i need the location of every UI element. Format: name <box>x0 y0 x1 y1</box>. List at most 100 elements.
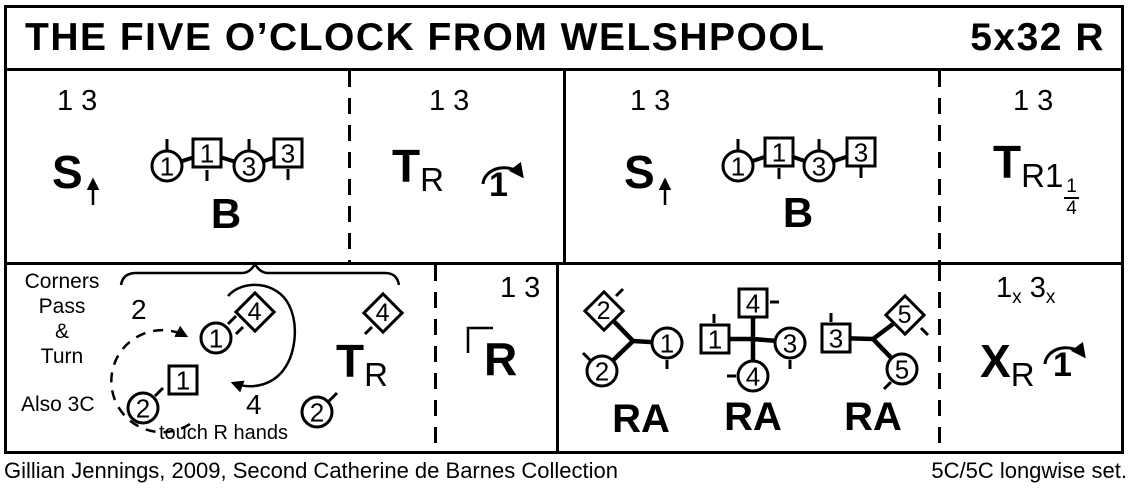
divider-solid-r2 <box>556 265 559 454</box>
turn-amount-2: 1 <box>1053 346 1072 384</box>
also-3c-note: Also 3C <box>21 393 95 416</box>
wheel-spokes-2 <box>712 300 792 378</box>
dancer-number: 3 <box>241 151 257 181</box>
dancer-number: 1 <box>707 324 723 354</box>
chain-connectors-2 <box>736 139 863 179</box>
couple-suffix: x <box>1012 287 1022 308</box>
caption-line: Corners <box>24 270 100 293</box>
dancer-number: 3 <box>782 328 798 358</box>
divider-dashed-r2a <box>434 265 437 454</box>
turn-letter: T <box>336 335 365 387</box>
divider-dashed-r1a <box>348 71 351 262</box>
dancer-number: 3 <box>828 323 844 353</box>
dancer-circle: 3 <box>773 326 807 360</box>
dancer-square: 3 <box>272 137 304 169</box>
dancer-square: 4 <box>737 287 769 319</box>
dancer-circle: 3 <box>232 149 266 183</box>
dancer-number: 5 <box>894 354 910 384</box>
caption-line: Turn <box>40 345 84 368</box>
couple-number: 1 <box>996 272 1013 304</box>
repeat-count: 5x32 R <box>970 16 1105 59</box>
dancer-circle: 1 <box>721 149 755 183</box>
rotation-arrow-2 <box>1043 341 1086 365</box>
touch-hands-note: touch R hands <box>159 422 288 444</box>
dancer-number: 3 <box>280 138 296 168</box>
turn-symbol-corners: TR <box>336 335 388 391</box>
phrase-brace <box>119 261 401 286</box>
dancer-number: 4 <box>745 361 761 391</box>
hand-subscript: R1 <box>1021 157 1064 194</box>
couples-label-reel: 1 3 <box>500 272 541 304</box>
brackets-figure-label-2: B <box>782 189 814 236</box>
dancer-number: 2 <box>594 356 610 386</box>
hand-subscript: R <box>1010 356 1035 393</box>
wheel-spokes-1 <box>581 287 669 373</box>
dancer-square: 1 <box>167 364 199 396</box>
cross-symbol: XR <box>980 338 1035 391</box>
dancer-number: 2 <box>597 296 611 325</box>
dancer-circle: 2 <box>300 395 334 429</box>
wheel-label-3: RA <box>844 395 902 439</box>
reel-symbol: R <box>484 333 518 385</box>
dancer-number: 1 <box>159 151 175 181</box>
dashed-travel-path <box>110 325 191 434</box>
dance-title: THE FIVE O’CLOCK FROM WELSHPOOL <box>25 16 826 59</box>
couples-label-turn1: 1 3 <box>429 85 470 117</box>
set-cast-symbol-2: S <box>624 146 655 198</box>
brackets-figure-label-1: B <box>210 190 242 237</box>
dancer-number: 2 <box>309 397 325 427</box>
hand-subscript: R <box>364 356 388 393</box>
caption-line: Pass <box>38 295 86 318</box>
dancer-square: 1 <box>763 136 795 168</box>
dancer-number: 1 <box>730 151 746 181</box>
dancer-number: 3 <box>811 151 827 181</box>
dancer-circle: 1 <box>199 321 233 355</box>
couple-suffix: x <box>1045 287 1056 308</box>
dancer-circle: 2 <box>126 391 160 425</box>
divider-dashed-r2b <box>938 265 941 454</box>
dancer-square: 3 <box>845 136 877 168</box>
couples-label-set2: 1 3 <box>630 85 671 117</box>
dancer-circle: 1 <box>150 149 184 183</box>
dancer-circle: 1 <box>650 326 684 360</box>
wheel-label-2: RA <box>724 395 782 439</box>
couple-number: 3 <box>1029 272 1046 304</box>
dancer-number: 2 <box>135 393 151 423</box>
corners-facing-ticks <box>153 314 374 403</box>
dancer-circle: 4 <box>736 359 770 393</box>
turn-letter: T <box>392 140 421 192</box>
hand-subscript: R <box>420 161 444 198</box>
dancer-number: 1 <box>659 328 675 358</box>
dancer-square: 1 <box>699 323 731 355</box>
turn-symbol-1: TR <box>392 140 444 196</box>
chain-connectors-1 <box>165 139 290 181</box>
divider-solid-r1 <box>563 71 566 262</box>
dancer-number: 1 <box>208 323 224 353</box>
row-divider <box>4 262 1124 265</box>
corner-bracket <box>466 326 493 353</box>
corners-caption: Corners Pass & Turn <box>18 269 106 369</box>
turn-amount-1: 1 <box>489 166 508 204</box>
set-cast-symbol-1: S <box>52 146 83 198</box>
dancer-square: 1 <box>191 137 223 169</box>
wheel-label-1: RA <box>612 397 670 441</box>
rotation-arrow-1 <box>481 161 524 185</box>
turn-letter: T <box>993 136 1022 188</box>
dancer-number: 1 <box>771 137 787 167</box>
bars-count-first: 2 <box>131 294 147 325</box>
dancer-circle: 5 <box>885 352 919 386</box>
couples-label-set1: 1 3 <box>57 85 98 117</box>
fraction-denominator: 4 <box>1064 197 1079 219</box>
dancer-number: 4 <box>745 288 761 318</box>
dancer-number: 1 <box>175 365 191 395</box>
dancer-number: 4 <box>248 297 262 326</box>
dancer-circle: 2 <box>585 354 619 388</box>
dancer-circle: 3 <box>802 149 836 183</box>
dancer-number: 5 <box>898 300 912 329</box>
bars-count-second: 4 <box>246 389 262 420</box>
turn-arc-arrow <box>227 283 296 393</box>
